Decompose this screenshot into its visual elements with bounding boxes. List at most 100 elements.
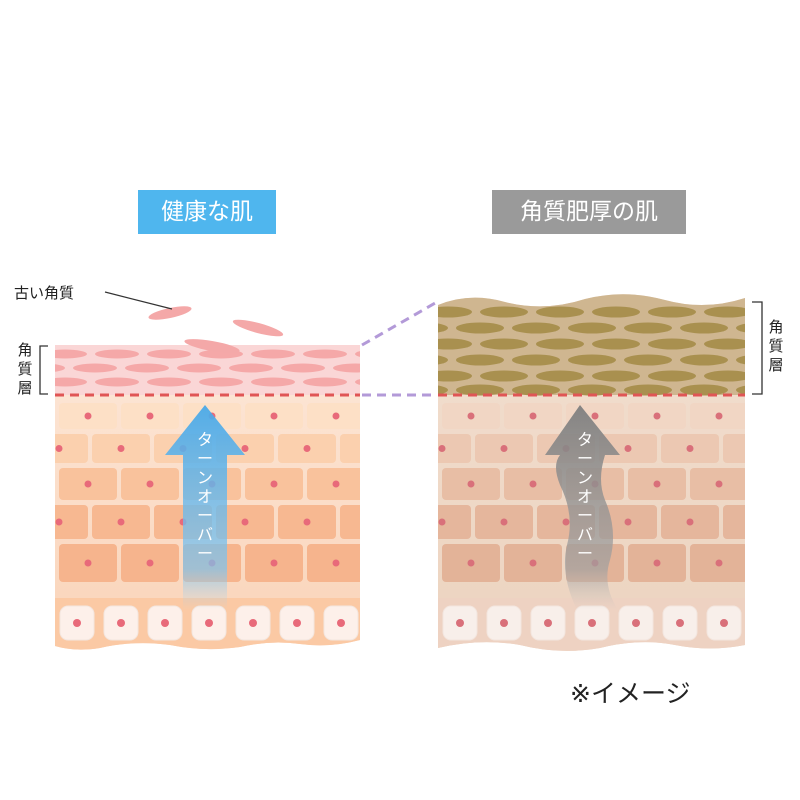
keratin-scale <box>624 354 672 366</box>
keratin-scale <box>536 306 584 318</box>
cell-nucleus <box>0 519 1 526</box>
cell-nucleus <box>146 559 154 567</box>
keratin-scale <box>147 377 191 387</box>
cell-nucleus <box>395 560 402 567</box>
cell-nucleus <box>146 412 154 420</box>
keratin-scale <box>648 306 696 318</box>
keratin-scale <box>512 354 560 366</box>
cell-nucleus <box>778 413 785 420</box>
keratin-scale <box>680 384 728 396</box>
cell <box>723 434 745 463</box>
keratin-scale <box>73 363 117 373</box>
cell-nucleus <box>529 480 537 488</box>
cell-nucleus <box>686 445 694 452</box>
cell-nucleus <box>624 445 632 452</box>
cell-nucleus <box>377 519 384 526</box>
cell <box>380 544 438 582</box>
healthy-skin-title: 健康な肌 <box>138 190 276 234</box>
cell-nucleus <box>562 518 570 526</box>
keratin-scale <box>438 354 448 366</box>
stratum-corneum-label-right: 角 質 層 <box>768 318 784 374</box>
cell-nucleus <box>544 619 552 627</box>
basal-cells <box>442 605 742 641</box>
cell-nucleus <box>84 412 92 420</box>
cell-nucleus <box>588 619 596 627</box>
cell-nucleus <box>591 412 599 420</box>
cell-nucleus <box>0 445 1 452</box>
cell-nucleus <box>715 412 723 420</box>
keratin-scale <box>438 306 472 318</box>
cell-nucleus <box>23 560 30 567</box>
keratin-scale <box>438 338 472 350</box>
keratin-scale <box>704 370 745 382</box>
cell <box>369 468 427 500</box>
cell-nucleus <box>749 519 756 526</box>
keratin-scale <box>512 384 560 396</box>
cell <box>340 505 360 539</box>
keratin-scales-thick <box>438 306 745 396</box>
cell-nucleus <box>624 518 632 526</box>
cell-nucleus <box>73 619 81 627</box>
bracket-left <box>39 345 48 395</box>
cell-nucleus <box>632 619 640 627</box>
keratin-scale <box>333 363 360 373</box>
cell-nucleus <box>303 445 311 452</box>
cell <box>369 544 427 582</box>
cell <box>380 468 438 500</box>
keratin-scales <box>55 349 360 387</box>
cell-nucleus <box>686 518 694 526</box>
cell-nucleus <box>438 445 446 452</box>
cell <box>752 468 800 500</box>
cell <box>0 434 26 463</box>
keratin-scale <box>480 338 528 350</box>
cell-nucleus <box>23 481 30 488</box>
cell-nucleus <box>377 445 384 452</box>
cell-nucleus <box>270 559 278 567</box>
cell-nucleus <box>467 412 475 420</box>
cell-nucleus <box>467 559 475 567</box>
cell-nucleus <box>332 480 340 488</box>
keratin-scale <box>355 349 360 359</box>
cell-nucleus <box>146 480 154 488</box>
cell <box>785 434 800 463</box>
bracket-right <box>752 301 763 395</box>
keratin-scale <box>229 363 273 373</box>
keratin-scale <box>251 349 295 359</box>
cell-nucleus <box>500 445 508 452</box>
cell-nucleus <box>395 413 402 420</box>
cell-nucleus <box>366 445 373 452</box>
cell-nucleus <box>366 519 373 526</box>
cell <box>0 468 55 500</box>
keratin-scale <box>624 384 672 396</box>
keratin-scale <box>438 322 448 334</box>
cell <box>380 403 438 429</box>
keratin-scale <box>592 306 640 318</box>
cell <box>752 403 800 429</box>
keratin-scale <box>568 384 616 396</box>
cell-nucleus <box>438 518 446 526</box>
stratum-corneum-label-left: 角 質 層 <box>17 341 33 397</box>
keratin-scale <box>456 384 504 396</box>
keratin-scale <box>648 370 696 382</box>
cell-nucleus <box>337 619 345 627</box>
keratin-scale <box>536 338 584 350</box>
keratin-scale <box>456 322 504 334</box>
cell-nucleus <box>332 559 340 567</box>
keratin-scale <box>704 338 745 350</box>
keratin-scale <box>125 363 169 373</box>
keratin-scale <box>251 377 295 387</box>
cell-nucleus <box>55 518 63 526</box>
cell <box>369 403 427 429</box>
connector-top <box>361 300 438 347</box>
keratin-scale <box>704 306 745 318</box>
keratin-scale <box>95 349 139 359</box>
cell-nucleus <box>303 518 311 526</box>
cell-nucleus <box>117 619 125 627</box>
cell-nucleus <box>653 480 661 488</box>
cell-nucleus <box>653 412 661 420</box>
cell-nucleus <box>653 559 661 567</box>
keratin-scale <box>568 354 616 366</box>
cell <box>0 403 55 429</box>
cell-nucleus <box>406 481 413 488</box>
cell-nucleus <box>406 560 413 567</box>
